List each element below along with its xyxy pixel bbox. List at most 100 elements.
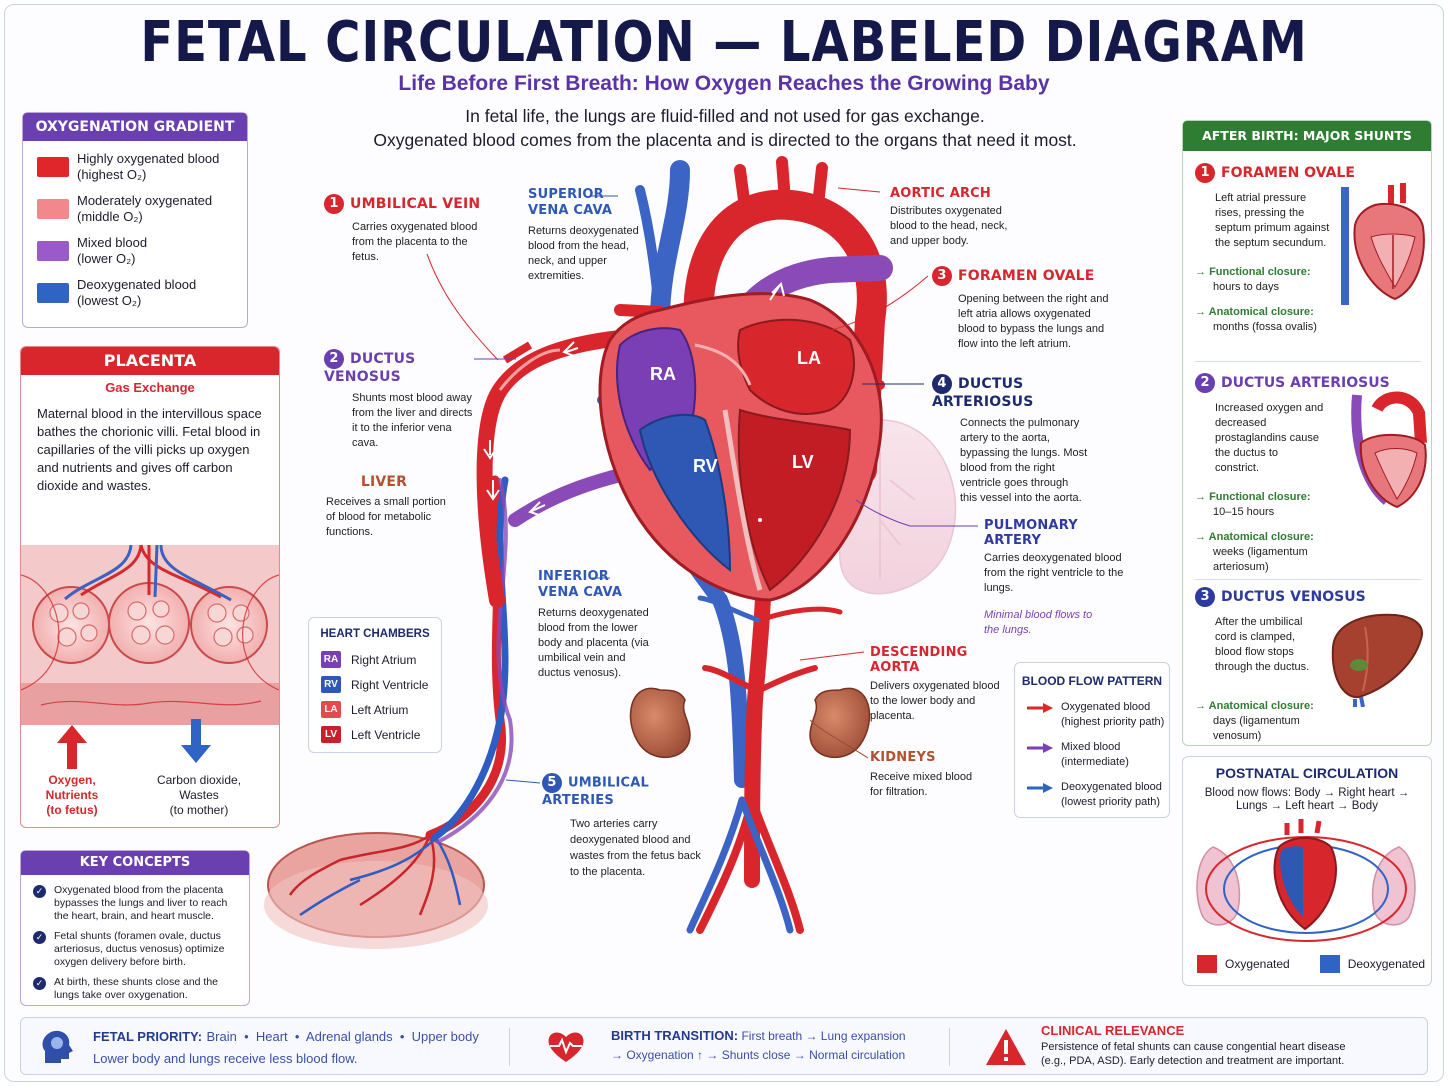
check-icon: ✓ [33, 977, 46, 990]
after-birth-title: AFTER BIRTH: MAJOR SHUNTS CLOSE [1183, 121, 1431, 173]
page-title: FETAL CIRCULATION — LABELED DIAGRAM [140, 10, 1308, 75]
postnatal-legend: Oxygenated Deoxygenated [1197, 955, 1427, 973]
legend-oxygenated-swatch [1197, 955, 1217, 973]
flow-item: Mixed blood(intermediate) [1027, 740, 1169, 770]
oxygen-nutrients-label: Oxygen,Nutrients(to fetus) [45, 773, 99, 817]
co2-down-arrow-icon [181, 719, 211, 763]
placenta-disc-illustration [264, 832, 488, 949]
number-badge: 2 [324, 349, 344, 369]
blood-flow-pattern-panel: BLOOD FLOW PATTERN Oxygenated blood(high… [1014, 662, 1170, 818]
gradient-swatch-mixed [37, 241, 69, 261]
umbilical-vein-vessel [476, 330, 628, 608]
gradient-item: Highly oxygenated blood(highest O₂) [37, 151, 247, 183]
number-badge: 2 [1195, 373, 1215, 393]
placenta-subtitle: Gas Exchange [105, 380, 195, 395]
label-rv: RV [693, 456, 718, 476]
oxygen-up-arrow-icon [57, 725, 87, 769]
number-badge: 3 [1195, 587, 1215, 607]
postnatal-circulation-panel: POSTNATAL CIRCULATION Blood now flows: B… [1182, 756, 1432, 986]
number-badge: 1 [324, 194, 344, 214]
heartbeat-icon [548, 1032, 584, 1062]
flow-item: Deoxygenated blood(lowest priority path) [1027, 780, 1169, 810]
gradient-swatch-low [37, 283, 69, 303]
umbilical-cord-illustration [425, 475, 514, 844]
intro-text: In fetal life, the lungs are fluid-fille… [373, 106, 1077, 150]
gradient-item: Mixed blood(lower O₂) [37, 235, 247, 267]
co2-wastes-label: Carbon dioxide,Wastes(to mother) [156, 773, 242, 817]
label-ra: RA [650, 364, 676, 384]
placenta-text: Maternal blood in the intervillous space… [37, 406, 262, 493]
key-concepts-title: KEY CONCEPTS [21, 851, 249, 875]
divider [1195, 579, 1421, 580]
postnatal-title: POSTNATAL CIRCULATION [1215, 765, 1399, 781]
legend-deoxygenated-swatch [1319, 955, 1340, 973]
fetal-priority-section: FETAL PRIORITY: Brain • Heart • Adrenal … [93, 1029, 479, 1066]
superior-vena-cava-vessel [650, 160, 690, 330]
postnatal-circulation-illustration [1196, 819, 1416, 942]
kidneys-illustration [629, 687, 871, 759]
mixed-arrow-icon [1027, 743, 1053, 753]
callout-descending-aorta: DESCENDING AORTA Delivers oxygenated blo… [870, 645, 1000, 722]
placenta-villi-illustration [21, 544, 279, 725]
gradient-swatch-middle [37, 199, 69, 219]
callout-pulmonary-artery: PULMONARY ARTERY Carries deoxygenated bl… [984, 518, 1124, 636]
divider [949, 1028, 950, 1066]
clinical-relevance-section: CLINICAL RELEVANCE Persistence of fetal … [1041, 1023, 1346, 1067]
foramen-ovale-closure-illustration [1341, 183, 1425, 305]
oxygenation-gradient-title: OXYGENATION GRADIENT [23, 113, 247, 141]
heart-illustration [598, 292, 883, 602]
number-badge: 5 [542, 773, 562, 793]
placenta-panel: PLACENTA Gas Exchange Maternal blood in … [20, 346, 280, 828]
callout-liver: LIVER Receives a small portion of blood … [326, 474, 446, 538]
gradient-item: Deoxygenated blood(lowest O₂) [37, 277, 247, 309]
placenta-title: PLACENTA [21, 347, 279, 375]
oxygenation-gradient-panel: OXYGENATION GRADIENT Highly oxygenated b… [22, 112, 248, 328]
number-badge: 3 [932, 266, 952, 286]
gradient-swatch-high [37, 157, 69, 177]
bottom-info-bar: FETAL PRIORITY: Brain • Heart • Adrenal … [20, 1017, 1428, 1075]
oxygenated-arrow-icon [1027, 703, 1053, 713]
deoxygenated-arrow-icon [1027, 783, 1053, 793]
key-concept-item: ✓Oxygenated blood from the placenta bypa… [33, 884, 239, 923]
liver-illustration [1331, 613, 1423, 707]
postnatal-line-1: Blood now flows: Body → Right heart → [1204, 787, 1410, 799]
check-icon: ✓ [33, 931, 46, 944]
callout-aortic-arch: AORTIC ARCH Distributes oxygenated blood… [890, 186, 1008, 247]
ductus-venosus-vessel [502, 341, 533, 364]
flow-item: Oxygenated blood(highest priority path) [1027, 700, 1169, 730]
heart-chambers-title: HEART CHAMBERS [320, 628, 430, 640]
divider [1195, 361, 1421, 362]
ductus-arteriosus-closure-illustration [1351, 391, 1427, 509]
label-la: LA [797, 348, 821, 368]
label-lv: LV [792, 452, 814, 472]
warning-icon [986, 1029, 1026, 1065]
key-concept-item: ✓Fetal shunts (foramen ovale, ductus art… [33, 930, 239, 969]
check-icon: ✓ [33, 885, 46, 898]
gradient-item: Moderately oxygenated(middle O₂) [37, 193, 247, 225]
key-concepts-panel: KEY CONCEPTS ✓Oxygenated blood from the … [20, 850, 250, 1006]
postnatal-line-2: Lungs → Left heart → Body [1236, 800, 1378, 812]
birth-transition-section: BIRTH TRANSITION: First breath → Lung ex… [611, 1028, 906, 1062]
number-badge: 1 [1195, 163, 1215, 183]
divider [509, 1028, 510, 1066]
page-subtitle: Life Before First Breath: How Oxygen Rea… [398, 72, 1050, 95]
head-profile-icon [42, 1030, 73, 1063]
blood-flow-pattern-title: BLOOD FLOW PATTERN [1021, 674, 1163, 688]
